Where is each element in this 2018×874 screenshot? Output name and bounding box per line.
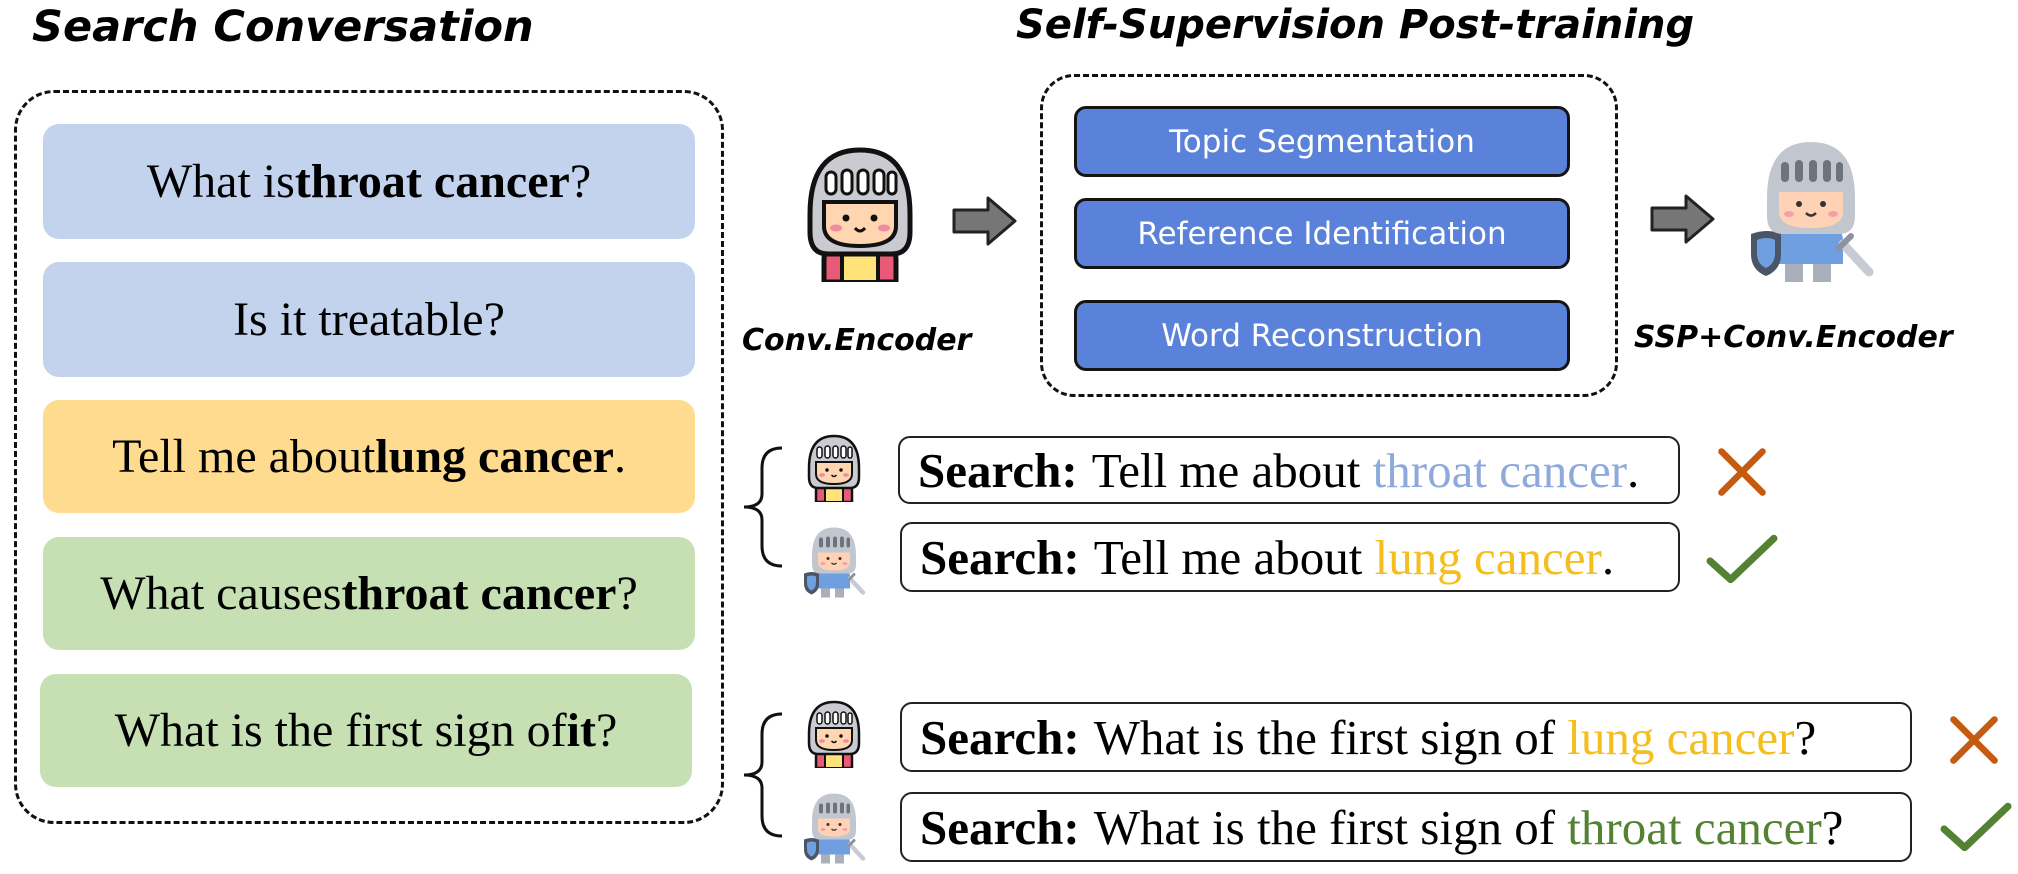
task-word-reconstruction: Word Reconstruction (1074, 300, 1570, 371)
turn-text-post: ? (616, 567, 638, 620)
search-query-post: . (1627, 442, 1640, 498)
turn-text-bold: it (566, 704, 596, 757)
search-query-highlight: lung cancer (1567, 709, 1795, 765)
search-label: Search: (920, 529, 1080, 585)
conversation-turn-3: Tell me about lung cancer. (43, 400, 695, 513)
search-query-post: . (1601, 529, 1615, 585)
armored-knight-icon (800, 524, 870, 600)
search-result-3: Search:What is the first sign of lung ca… (900, 702, 1912, 772)
search-query-highlight: throat cancer (1372, 442, 1628, 498)
turn-text-bold: throat cancer (294, 155, 570, 208)
turn-text-pre: Is it treatable? (233, 293, 505, 346)
search-result-2: Search:Tell me about lung cancer. (900, 522, 1680, 592)
ssp-title: Self-Supervision Post-training (1016, 2, 1695, 48)
right-arrow-icon (952, 196, 1017, 246)
plain-knight-icon (804, 432, 864, 502)
turn-text-pre: What is the first sign of (114, 704, 567, 757)
search-query-post: ? (1794, 709, 1817, 765)
turn-text-pre: What is (146, 155, 295, 208)
check-icon (1940, 802, 2012, 854)
search-query-pre: Tell me about (1093, 529, 1375, 585)
search-query-highlight: lung cancer (1374, 529, 1602, 585)
search-conversation-title: Search Conversation (32, 2, 534, 52)
cross-icon (1714, 444, 1770, 500)
search-result-4: Search:What is the first sign of throat … (900, 792, 1912, 862)
ssp-conv-encoder-label: SSP+Conv.Encoder (1634, 320, 1953, 355)
cross-icon (1946, 712, 2002, 768)
turn-text-bold: throat cancer (341, 567, 617, 620)
conv-encoder-label: Conv.Encoder (742, 323, 972, 358)
search-query-pre: What is the first sign of (1093, 709, 1568, 765)
search-query-highlight: throat cancer (1567, 799, 1822, 855)
conversation-turn-2: Is it treatable? (43, 262, 695, 377)
turn-text-post: ? (569, 155, 592, 208)
turn-text-bold: lung cancer (375, 430, 614, 483)
search-query-pre: Tell me about (1091, 442, 1373, 498)
search-result-1: Search:Tell me about throat cancer. (898, 436, 1680, 504)
conversation-turn-5: What is the first sign of it? (40, 674, 692, 787)
right-arrow-icon (1650, 194, 1715, 244)
conversation-panel (14, 90, 724, 824)
search-query-pre: What is the first sign of (1093, 799, 1568, 855)
turn-text-post: ? (595, 704, 618, 757)
brace-icon (743, 446, 783, 568)
conversation-turn-1: What is throat cancer? (43, 124, 695, 239)
armored-knight-icon (800, 790, 870, 866)
turn-text-pre: Tell me about (112, 430, 376, 483)
ssp-tasks-panel (1040, 74, 1618, 397)
task-reference-identification: Reference Identification (1074, 198, 1570, 269)
turn-text-pre: What causes (100, 567, 342, 620)
task-topic-segmentation: Topic Segmentation (1074, 106, 1570, 177)
conversation-turn-4: What causes throat cancer? (43, 537, 695, 650)
search-label: Search: (918, 442, 1078, 498)
ssp-encoder-armored-knight-icon (1743, 136, 1883, 286)
turn-text-post: . (613, 430, 626, 483)
plain-knight-icon (804, 698, 864, 768)
check-icon (1706, 534, 1778, 586)
search-query-post: ? (1821, 799, 1844, 855)
brace-icon (743, 712, 783, 838)
search-label: Search: (920, 709, 1080, 765)
conv-encoder-knight-icon (800, 142, 920, 282)
search-label: Search: (920, 799, 1080, 855)
